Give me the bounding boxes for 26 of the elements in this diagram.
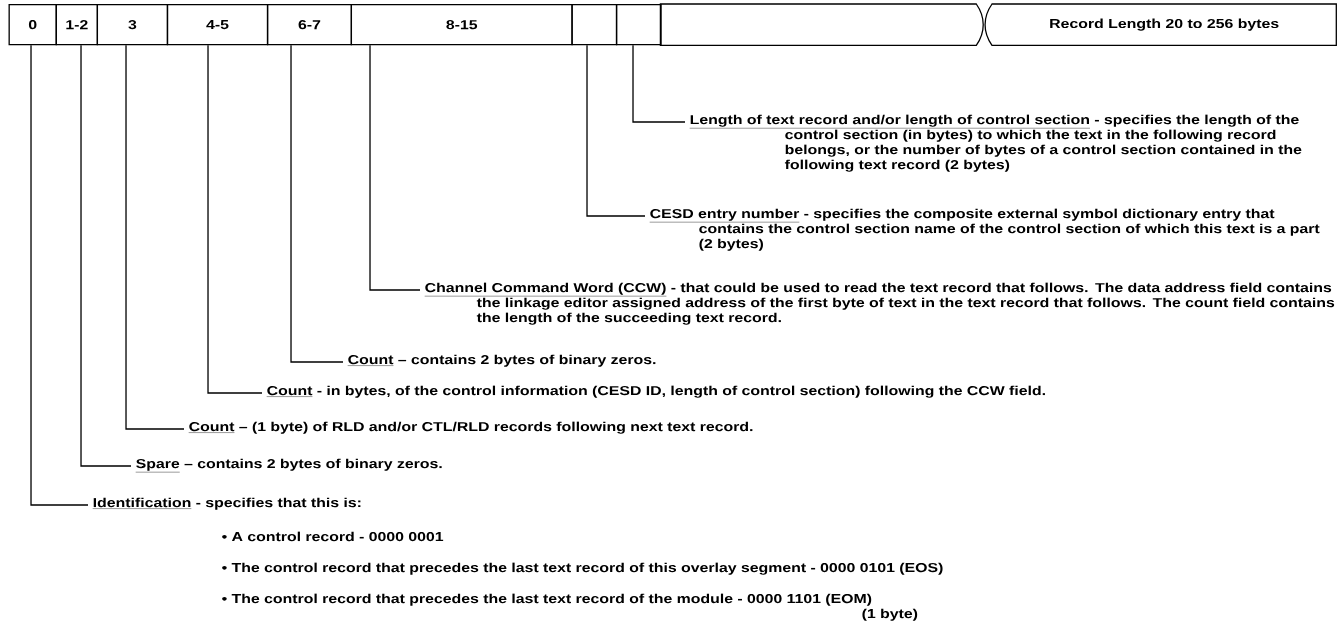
leader-line [290,44,344,363]
field-cell [659,3,984,46]
field-description: Count - in bytes, of the control information (CESD ID, length of control section) following the CCW field. [266,385,1045,398]
leader-line [30,44,89,506]
field-cell: 1-2 [55,4,99,46]
field-description: Length of text record and/or length of control section - specifies the length of the control section (in bytes) to which the text in the following record belongs, or the number of bytes of a control section contained in the following text record (2 bytes) [689,114,1302,172]
field-cell: 6-7 [266,4,352,46]
field-description: Count – contains 2 bytes of binary zeros. [347,354,656,367]
leader-line [125,44,185,430]
field-cell: 0 [8,4,57,46]
leader-line [207,44,263,394]
field-cell: 4-5 [166,4,269,46]
field-cell: 3 [96,4,169,46]
leader-line [586,44,646,217]
leader-line [632,44,686,123]
field-cell [615,4,662,46]
field-cell [571,4,618,46]
field-description: Channel Command Word (CCW) - that could be used to read the text record that follows. The data address field contains the linkage editor assigned address of the first byte of text in the text record that follows. The count field contains the length of the succeeding text record. [424,282,1335,325]
field-description: CESD entry number - specifies the composite external symbol dictionary entry that contains the control section name of the control section of which this text is a part (2 bytes) [649,208,1320,251]
field-cell: 8-15 [350,4,573,46]
field-description: Spare – contains 2 bytes of binary zeros. [135,458,442,473]
leader-line [80,44,132,467]
field-description: Identification - specifies that this is: • A control record - 0000 0001 • The control record that precedes the last text record of this overlay segment - 0000 0101 (EOS) • The control record that precedes the last text record of the module - 0000 1101 (EOM) (1 byte) [92,497,943,621]
field-description: Count – (1 byte) of RLD and/or CTL/RLD records following next text record. [188,421,753,434]
leader-line [369,44,421,291]
record-length-box: Record Length 20 to 256 bytes [984,3,1337,46]
